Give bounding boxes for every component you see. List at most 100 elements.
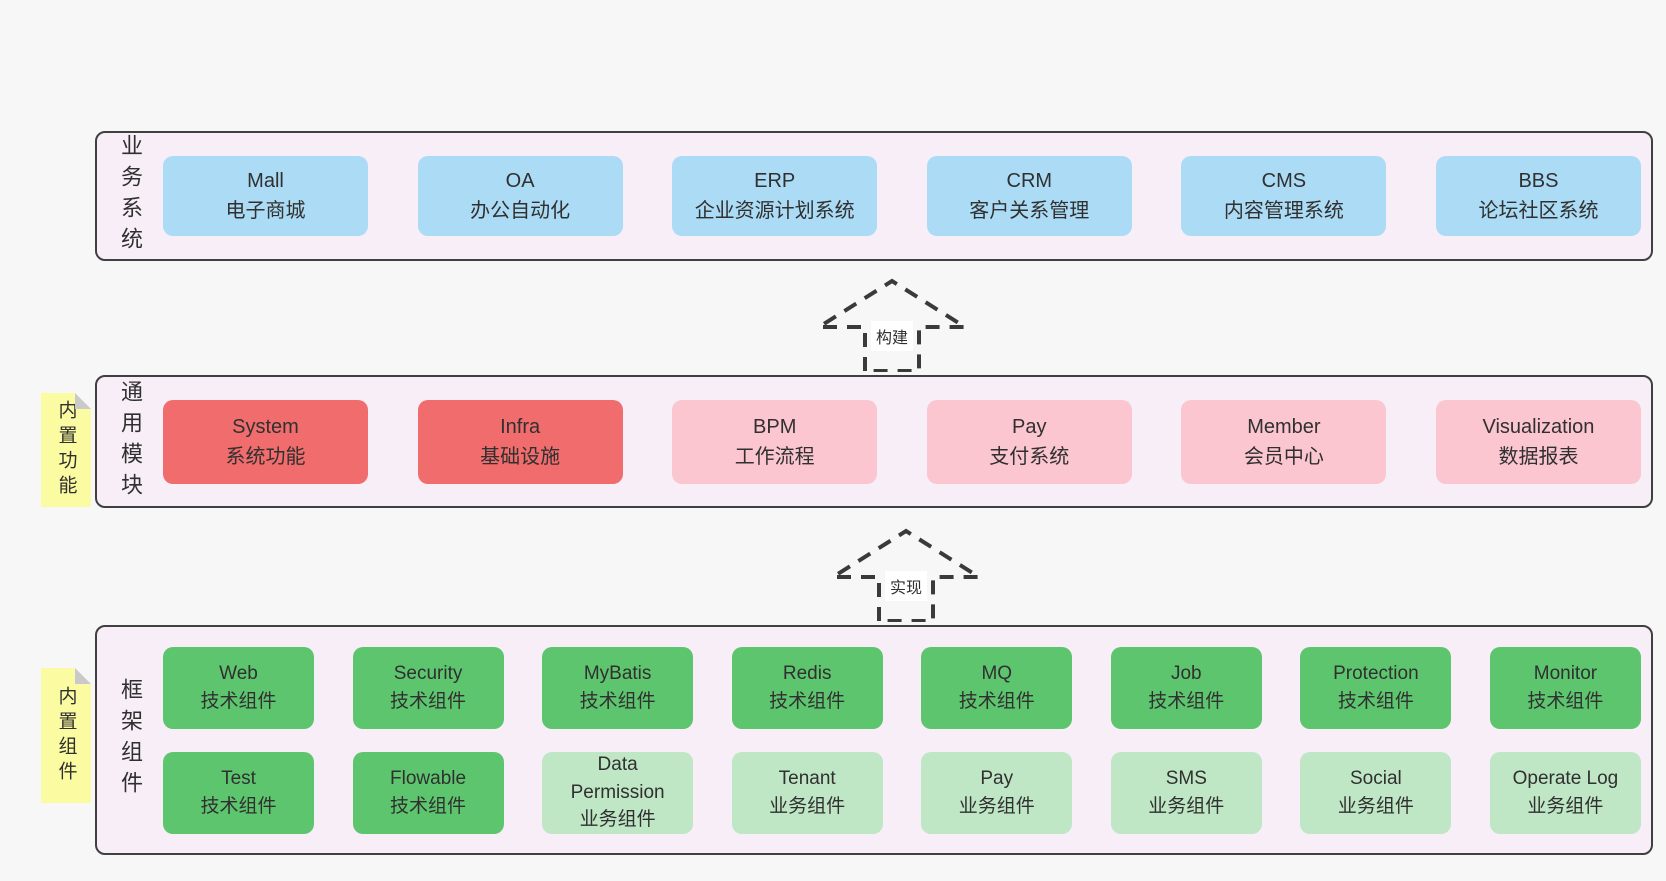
box-subtitle: 业务组件 bbox=[1527, 795, 1604, 817]
box-title: Member bbox=[1247, 415, 1321, 438]
implement-arrow: 实现 bbox=[831, 527, 981, 622]
box-title: MQ bbox=[981, 662, 1013, 684]
box-visualization: Visualization 数据报表 bbox=[1435, 399, 1641, 484]
box-subtitle: 办公自动化 bbox=[470, 200, 571, 222]
box-subtitle: 电子商城 bbox=[225, 200, 306, 222]
business-boxes-row: Mall 电子商城 OA 办公自动化 ERP 企业资源计划系统 CRM 客户关系… bbox=[153, 156, 1651, 236]
box-title: Security bbox=[393, 662, 463, 684]
layer-framework-components: 框架组件 Web 技术组件 Security 技术组件 MyBatis 技术组件… bbox=[95, 625, 1653, 855]
box-subtitle: 会员中心 bbox=[1243, 445, 1324, 468]
box-web: Web 技术组件 bbox=[163, 646, 314, 729]
box-subtitle: 数据报表 bbox=[1498, 445, 1579, 468]
layer-label-modules: 通用模块 bbox=[118, 379, 143, 504]
dashed-up-arrow-icon bbox=[831, 528, 981, 622]
box-subtitle: 业务组件 bbox=[958, 795, 1035, 817]
box-mybatis: MyBatis 技术组件 bbox=[542, 646, 694, 729]
box-subtitle: 客户关系管理 bbox=[969, 200, 1090, 222]
box-cms: CMS 内容管理系统 bbox=[1181, 156, 1387, 236]
box-title: BPM bbox=[753, 415, 797, 438]
box-subtitle: 工作流程 bbox=[734, 445, 815, 468]
note-built-in-features: 内置功能 bbox=[41, 393, 91, 507]
box-member: Member 会员中心 bbox=[1181, 399, 1387, 484]
box-security: Security 技术组件 bbox=[352, 646, 504, 729]
box-title: Tenant bbox=[778, 767, 836, 789]
box-subtitle: 技术组件 bbox=[769, 690, 846, 712]
box-title: Social bbox=[1350, 767, 1402, 789]
box-social: Social 业务组件 bbox=[1300, 751, 1452, 834]
box-monitor: Monitor 技术组件 bbox=[1489, 646, 1641, 729]
box-erp: ERP 企业资源计划系统 bbox=[672, 156, 878, 236]
box-title: Infra bbox=[500, 415, 541, 438]
box-title: ERP bbox=[754, 170, 796, 192]
box-subtitle: 技术组件 bbox=[1337, 690, 1414, 712]
note-text: 内置组件 bbox=[55, 685, 77, 786]
layer-label-components: 框架组件 bbox=[118, 678, 143, 802]
box-title: BBS bbox=[1518, 170, 1559, 192]
box-tenant: Tenant 业务组件 bbox=[731, 751, 883, 834]
box-protection: Protection 技术组件 bbox=[1300, 646, 1452, 729]
box-mall: Mall 电子商城 bbox=[163, 156, 368, 236]
box-subtitle: 技术组件 bbox=[200, 690, 277, 712]
components-rows: Web 技术组件 Security 技术组件 MyBatis 技术组件 Redi… bbox=[153, 646, 1651, 834]
box-subtitle: 支付系统 bbox=[989, 445, 1070, 468]
box-subtitle: 技术组件 bbox=[579, 690, 656, 712]
box-system: System 系统功能 bbox=[163, 399, 368, 484]
box-pay-system: Pay 支付系统 bbox=[926, 399, 1132, 484]
box-sms: SMS 业务组件 bbox=[1110, 751, 1262, 834]
box-title: CRM bbox=[1006, 170, 1053, 192]
box-job: Job 技术组件 bbox=[1110, 646, 1262, 729]
box-crm: CRM 客户关系管理 bbox=[926, 156, 1132, 236]
note-text: 内置功能 bbox=[55, 400, 77, 500]
box-title: Web bbox=[219, 662, 258, 684]
box-title: SMS bbox=[1165, 767, 1207, 789]
box-subtitle: 系统功能 bbox=[225, 445, 306, 468]
box-title: Flowable bbox=[390, 767, 467, 789]
box-subtitle: 技术组件 bbox=[390, 690, 467, 712]
box-title: CMS bbox=[1261, 170, 1307, 192]
box-title: Protection bbox=[1333, 662, 1419, 684]
box-subtitle: 基础设施 bbox=[480, 445, 561, 468]
box-subtitle: 技术组件 bbox=[390, 795, 467, 817]
box-redis: Redis 技术组件 bbox=[731, 646, 883, 729]
box-title: Redis bbox=[782, 662, 832, 684]
box-subtitle: 论坛社区系统 bbox=[1478, 200, 1599, 222]
box-mq: MQ 技术组件 bbox=[921, 646, 1073, 729]
box-flowable: Flowable 技术组件 bbox=[352, 751, 504, 834]
note-built-in-components: 内置组件 bbox=[41, 668, 91, 803]
box-subtitle: 技术组件 bbox=[200, 795, 277, 817]
box-title: Pay bbox=[1012, 415, 1047, 438]
box-title: Visualization bbox=[1482, 415, 1595, 438]
box-subtitle: 企业资源计划系统 bbox=[694, 200, 855, 222]
build-arrow-label: 构建 bbox=[870, 321, 914, 351]
components-row-1: Web 技术组件 Security 技术组件 MyBatis 技术组件 Redi… bbox=[153, 646, 1651, 729]
box-title: OA bbox=[505, 170, 535, 192]
box-title: MyBatis bbox=[583, 662, 652, 684]
box-title: Operate Log bbox=[1512, 767, 1619, 789]
box-title: System bbox=[232, 415, 299, 438]
box-pay-component: Pay 业务组件 bbox=[921, 751, 1073, 834]
dashed-up-arrow-icon bbox=[817, 278, 967, 372]
box-bpm: BPM 工作流程 bbox=[672, 399, 878, 484]
box-title: Data Permission bbox=[570, 754, 665, 803]
box-subtitle: 业务组件 bbox=[1148, 795, 1225, 817]
box-oa: OA 办公自动化 bbox=[417, 156, 623, 236]
box-title: Monitor bbox=[1533, 662, 1598, 684]
box-subtitle: 内容管理系统 bbox=[1223, 200, 1344, 222]
layer-business-systems: 业务系统 Mall 电子商城 OA 办公自动化 ERP 企业资源计划系统 CRM… bbox=[95, 131, 1653, 261]
box-subtitle: 业务组件 bbox=[769, 795, 846, 817]
components-row-2: Test 技术组件 Flowable 技术组件 Data Permission … bbox=[153, 751, 1651, 834]
modules-boxes-row: System 系统功能 Infra 基础设施 BPM 工作流程 Pay 支付系统… bbox=[153, 399, 1651, 484]
box-subtitle: 业务组件 bbox=[579, 809, 656, 831]
layer-common-modules: 通用模块 System 系统功能 Infra 基础设施 BPM 工作流程 Pay… bbox=[95, 375, 1653, 508]
box-title: Test bbox=[221, 767, 256, 789]
box-subtitle: 业务组件 bbox=[1337, 795, 1414, 817]
box-subtitle: 技术组件 bbox=[1527, 690, 1604, 712]
box-infra: Infra 基础设施 bbox=[417, 399, 623, 484]
box-test: Test 技术组件 bbox=[163, 751, 314, 834]
box-title: Pay bbox=[980, 767, 1014, 789]
box-subtitle: 技术组件 bbox=[958, 690, 1035, 712]
box-bbs: BBS 论坛社区系统 bbox=[1435, 156, 1641, 236]
implement-arrow-label: 实现 bbox=[884, 571, 928, 601]
layer-label-business: 业务系统 bbox=[118, 134, 143, 258]
